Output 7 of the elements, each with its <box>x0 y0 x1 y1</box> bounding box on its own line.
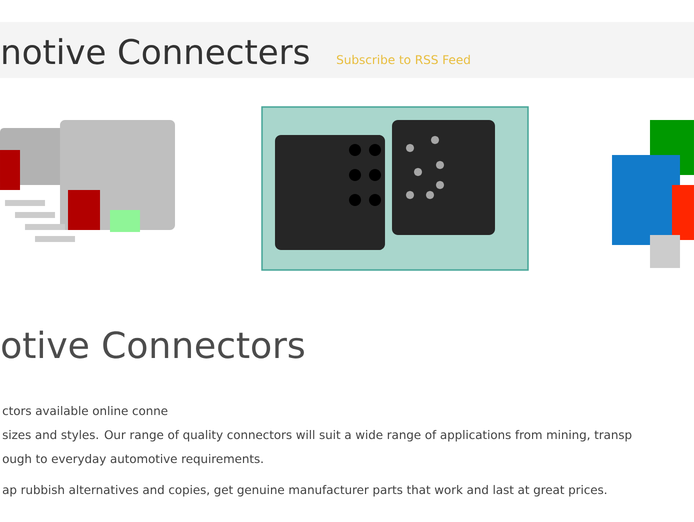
page-title: notive Connecters <box>3 38 309 64</box>
rss-link: Subscribe to RSS Feed <box>336 54 470 64</box>
text-line: ough to everyday automotive requirements. <box>2 454 263 466</box>
section-heading: otive Connectors <box>2 330 304 358</box>
text-line: ap rubbish alternatives and copies, get genuine manufacturer parts that work and last at great prices. <box>2 485 606 496</box>
text-line: ctors available online conne <box>2 406 168 416</box>
text-line: sizes and styles. Our range of quality connectors will suit a wide range of applications from mining, transp <box>2 430 632 442</box>
